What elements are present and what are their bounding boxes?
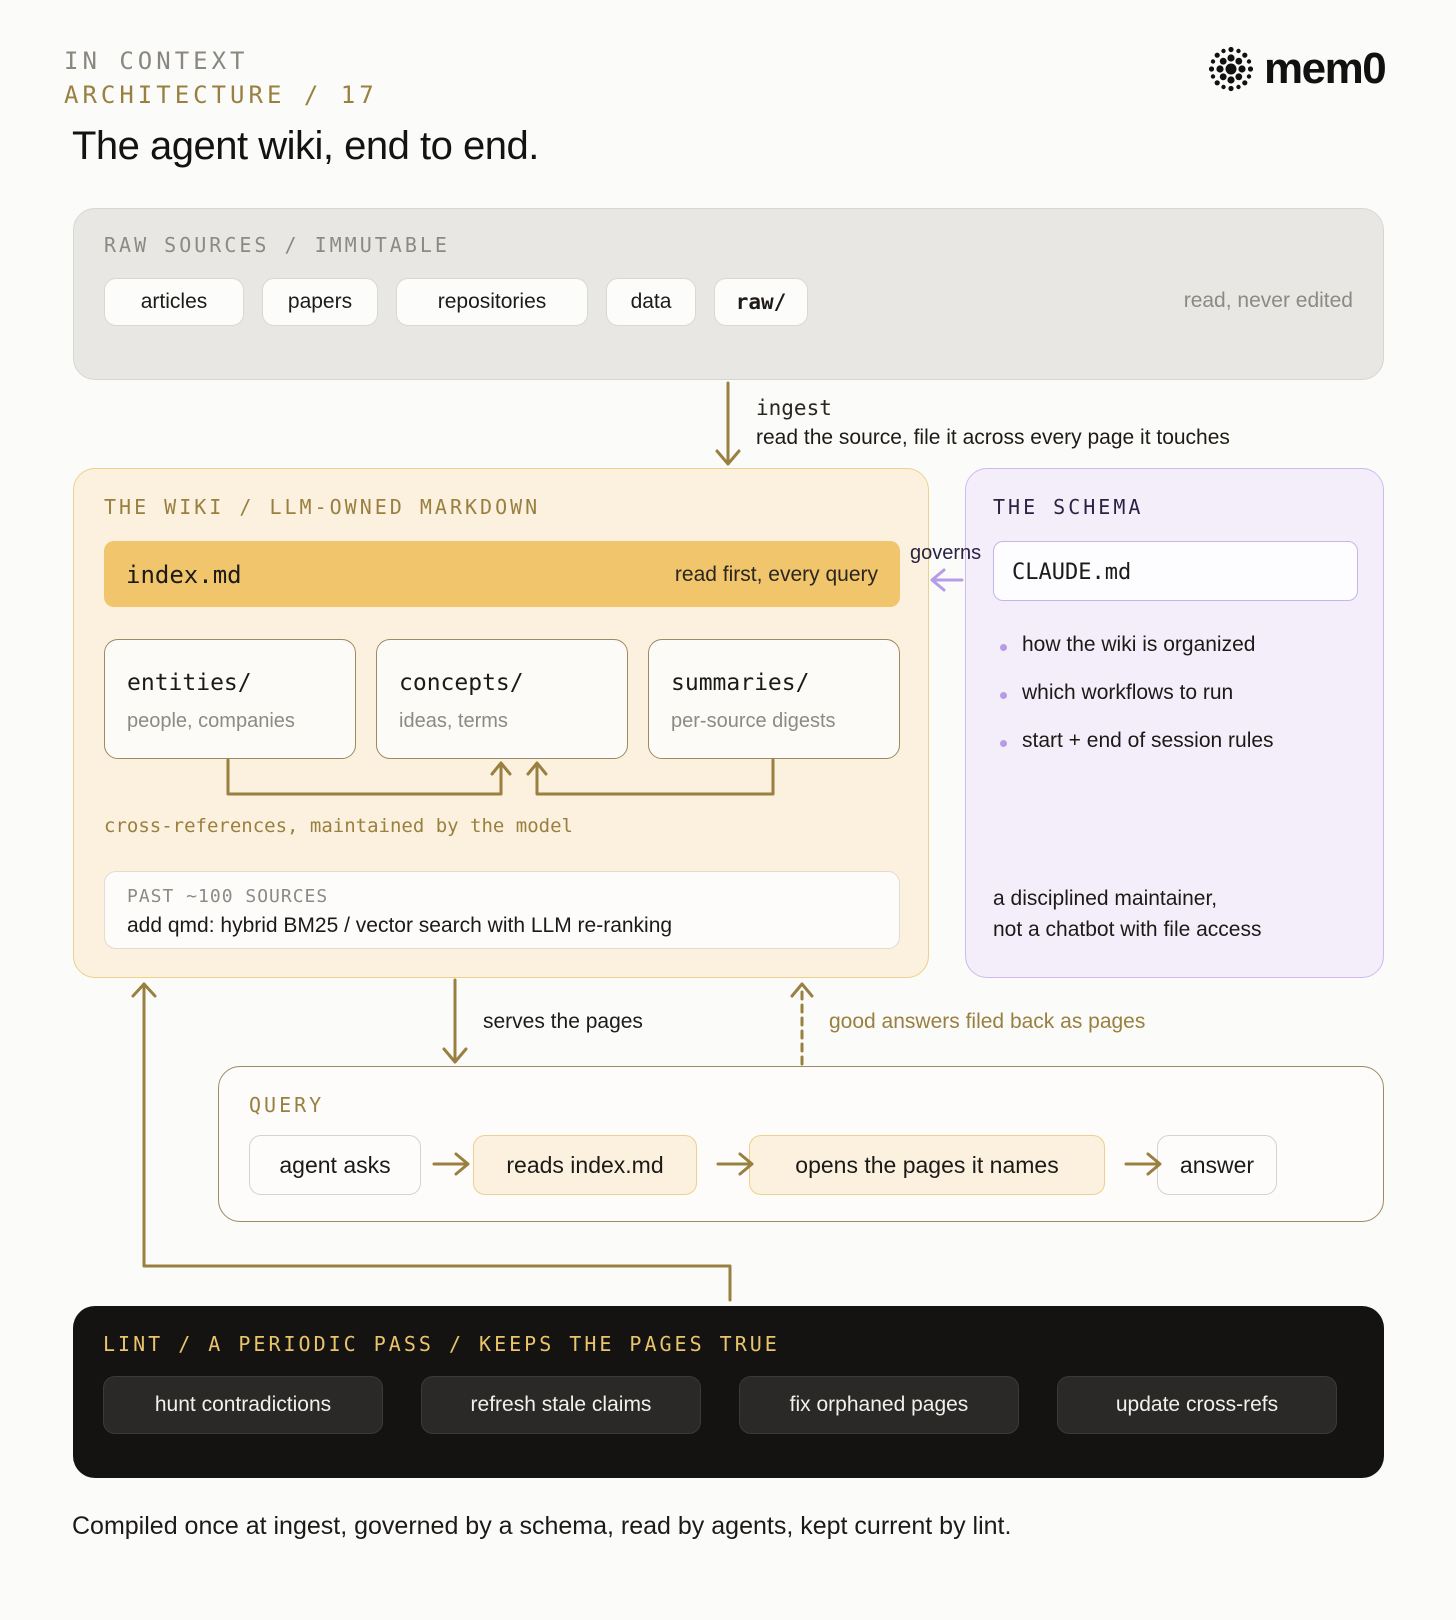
dir-name: concepts/ — [399, 670, 524, 696]
schema-file-name: CLAUDE.md — [1012, 560, 1132, 585]
index-file-name: index.md — [126, 561, 242, 589]
query-label: QUERY — [249, 1093, 325, 1117]
schema-bullet: which workflows to run — [1000, 681, 1233, 705]
lint-chip-cross-refs: update cross-refs — [1057, 1376, 1337, 1434]
dir-name: entities/ — [127, 670, 252, 696]
lint-chip-orphaned-pages: fix orphaned pages — [739, 1376, 1019, 1434]
dir-desc: people, companies — [127, 710, 295, 732]
source-chip-articles: articles — [104, 278, 244, 326]
logo: mem0 — [1208, 44, 1387, 94]
ingest-arrow — [715, 381, 741, 466]
mem0-mark-icon — [1208, 46, 1254, 92]
kicker-line-1: IN CONTEXT — [64, 47, 249, 75]
schema-label: THE SCHEMA — [993, 495, 1144, 519]
scale-label: PAST ~100 SOURCES — [127, 886, 329, 907]
schema-bullet-text: which workflows to run — [1022, 681, 1234, 704]
schema-bullet-text: how the wiki is organized — [1022, 633, 1256, 656]
schema-panel: THE SCHEMA CLAUDE.md how the wiki is org… — [965, 468, 1384, 978]
governs-label: governs — [910, 542, 982, 564]
schema-file-box: CLAUDE.md — [993, 541, 1358, 601]
scale-note-box: PAST ~100 SOURCES add qmd: hybrid BM25 /… — [104, 871, 900, 949]
index-file-note: read first, every query — [674, 563, 878, 586]
raw-sources-label: RAW SOURCES / IMMUTABLE — [104, 233, 450, 257]
kicker-line-2: ARCHITECTURE / 17 — [64, 81, 378, 109]
schema-footer-line-2: not a chatbot with file access — [993, 918, 1262, 941]
bullet-dot-icon — [1000, 692, 1007, 699]
serves-pages-arrow — [442, 978, 468, 1064]
dir-entities: entities/ people, companies — [104, 639, 356, 759]
governs-arrow — [930, 568, 964, 592]
schema-footer: a disciplined maintainer, not a chatbot … — [993, 883, 1261, 945]
schema-bullet: how the wiki is organized — [1000, 633, 1255, 657]
cross-references-note: cross-references, maintained by the mode… — [104, 815, 573, 837]
lint-label: LINT / A PERIODIC PASS / KEEPS THE PAGES… — [103, 1332, 780, 1356]
query-panel: QUERY agent asks reads index.md opens th… — [218, 1066, 1384, 1222]
dir-name: summaries/ — [671, 670, 810, 696]
source-chip-data: data — [606, 278, 696, 326]
dir-desc: per-source digests — [671, 710, 836, 732]
raw-sources-note: read, never edited — [1183, 289, 1353, 312]
kicker: IN CONTEXT ARCHITECTURE / 17 — [64, 44, 378, 112]
source-chip-papers: papers — [262, 278, 378, 326]
closing-statement: Compiled once at ingest, governed by a s… — [72, 1512, 1012, 1540]
lint-chip-stale-claims: refresh stale claims — [421, 1376, 701, 1434]
ingest-label: ingest — [756, 396, 832, 420]
query-step-reads-index: reads index.md — [473, 1135, 697, 1195]
raw-sources-panel: RAW SOURCES / IMMUTABLE articles papers … — [73, 208, 1384, 380]
schema-footer-line-1: a disciplined maintainer, — [993, 887, 1218, 910]
filed-back-arrow — [790, 982, 814, 1066]
wiki-panel: THE WIKI / LLM-OWNED MARKDOWN index.md r… — [73, 468, 929, 978]
dir-desc: ideas, terms — [399, 710, 508, 732]
ingest-description: read the source, file it across every pa… — [756, 426, 1230, 449]
source-chip-repositories: repositories — [396, 278, 588, 326]
dir-concepts: concepts/ ideas, terms — [376, 639, 628, 759]
schema-bullet-text: start + end of session rules — [1022, 729, 1274, 752]
logo-wordmark: mem0 — [1264, 44, 1387, 93]
lint-chip-contradictions: hunt contradictions — [103, 1376, 383, 1434]
schema-bullet: start + end of session rules — [1000, 729, 1274, 753]
query-step-agent-asks: agent asks — [249, 1135, 421, 1195]
dir-summaries: summaries/ per-source digests — [648, 639, 900, 759]
bullet-dot-icon — [1000, 740, 1007, 747]
query-step-opens-pages: opens the pages it names — [749, 1135, 1105, 1195]
query-step-answer: answer — [1157, 1135, 1277, 1195]
filed-back-label: good answers filed back as pages — [829, 1010, 1146, 1033]
wiki-label: THE WIKI / LLM-OWNED MARKDOWN — [104, 495, 541, 519]
page-title: The agent wiki, end to end. — [72, 124, 539, 168]
serves-pages-label: serves the pages — [483, 1010, 643, 1033]
index-file-bar: index.md read first, every query — [104, 541, 900, 607]
bullet-dot-icon — [1000, 644, 1007, 651]
source-chip-raw-dir: raw/ — [714, 278, 808, 326]
scale-note: add qmd: hybrid BM25 / vector search wit… — [127, 914, 673, 937]
lint-panel: LINT / A PERIODIC PASS / KEEPS THE PAGES… — [73, 1306, 1384, 1478]
